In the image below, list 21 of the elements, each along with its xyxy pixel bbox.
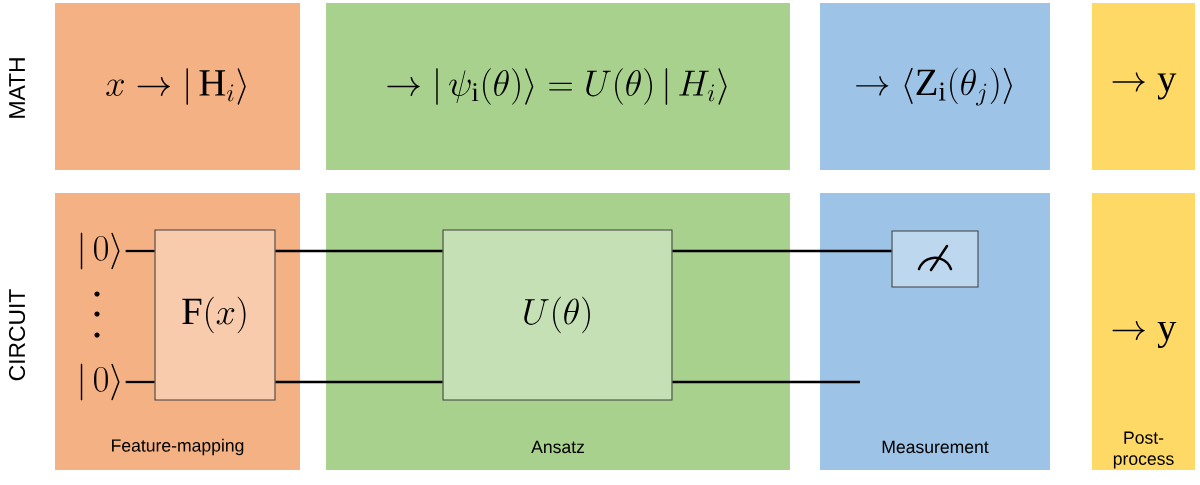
row-label: MATH	[9, 58, 25, 118]
math-panel: $x \rightarrow |\,\mathrm{H}_{i}\rangle$	[55, 3, 300, 170]
wire	[275, 249, 443, 253]
gate-box: $\mathrm{F}(x)$	[154, 229, 276, 401]
math-panel: $\rightarrow \mathrm{y}$	[1092, 3, 1195, 170]
gate-box: $U(\theta)$	[442, 229, 673, 401]
output-expression: $\rightarrow \mathrm{y}$	[1112, 321, 1177, 349]
qubit-state: $|\,0\rangle$	[80, 232, 120, 270]
row-label: CIRCUIT	[8, 289, 26, 381]
wire	[275, 380, 443, 384]
wire	[672, 249, 892, 253]
math-panel: $\rightarrow \langle \mathrm{Z}_{\mathrm{i}}(\theta_{j})\rangle$	[820, 3, 1050, 170]
math-panel: $\rightarrow |\,\psi_{\mathrm{i}}(\theta)\rangle = U(\theta)\,|\,H_{i}\rangle$	[326, 3, 790, 170]
wire	[125, 249, 155, 253]
stage-label: Ansatz	[531, 440, 584, 454]
stage-label: Post- process	[1113, 431, 1174, 469]
qubit-state: $|\,0\rangle$	[80, 363, 120, 401]
wire	[125, 380, 155, 384]
stage-label: Feature-mapping	[112, 438, 244, 456]
stage-label: Measurement	[882, 440, 989, 454]
wire	[672, 380, 860, 384]
